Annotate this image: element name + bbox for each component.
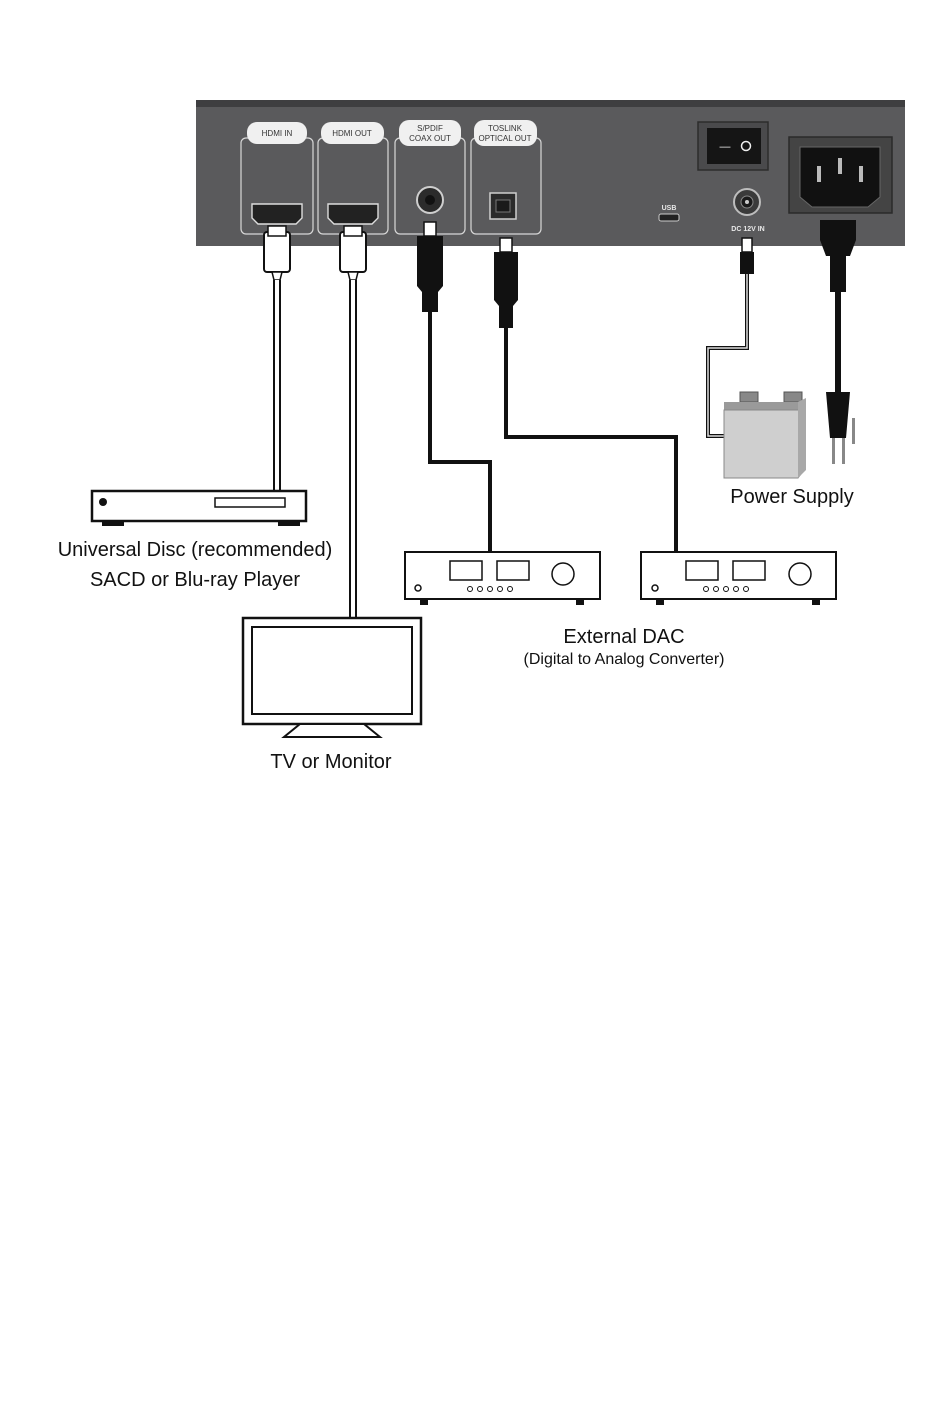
hdmi-in-socket-icon [252,204,302,224]
dac-unit-1 [405,552,600,605]
ac-pin-icon [817,166,821,182]
dac-unit-2 [641,552,836,605]
ac-power-inlet [789,137,892,213]
rear-panel-top-edge [196,100,905,108]
disc-player-icon [92,491,306,526]
player-label-line2: SACD or Blu-ray Player [90,569,300,591]
ac-power-cord [820,220,856,464]
hdmi-out-socket-icon [328,204,378,224]
ac-pin-icon [838,158,842,174]
power-supply-battery [724,392,806,478]
coax-cable [417,222,490,552]
usb-socket-icon [659,214,679,221]
usb-label: USB [662,205,677,212]
rear-panel: HDMI IN HDMI OUT S/PDIF COAX OUT TOSLINK… [196,100,905,246]
tv-monitor-icon [243,618,421,737]
toslink-label-line2: OPTICAL OUT [478,134,531,143]
dc-in-label: DC 12V IN [731,226,764,233]
hdmi-out-label: HDMI OUT [332,129,372,138]
power-switch: — [698,122,768,170]
power-supply-label: Power Supply [730,486,853,508]
optical-cable [494,238,676,552]
player-label-line1: Universal Disc (recommended) [58,539,333,561]
spdif-label-line2: COAX OUT [409,134,451,143]
tv-label: TV or Monitor [270,751,391,773]
switch-off-icon: — [720,141,731,153]
ac-pin-icon [859,166,863,182]
hdmi-cable-tv [340,226,366,620]
dac-title: External DAC [563,626,684,648]
toslink-label-line1: TOSLINK [488,124,523,133]
hdmi-cable-player [264,226,290,490]
hdmi-in-label: HDMI IN [262,129,293,138]
spdif-label-line1: S/PDIF [417,124,443,133]
dac-subtitle: (Digital to Analog Converter) [524,651,725,668]
